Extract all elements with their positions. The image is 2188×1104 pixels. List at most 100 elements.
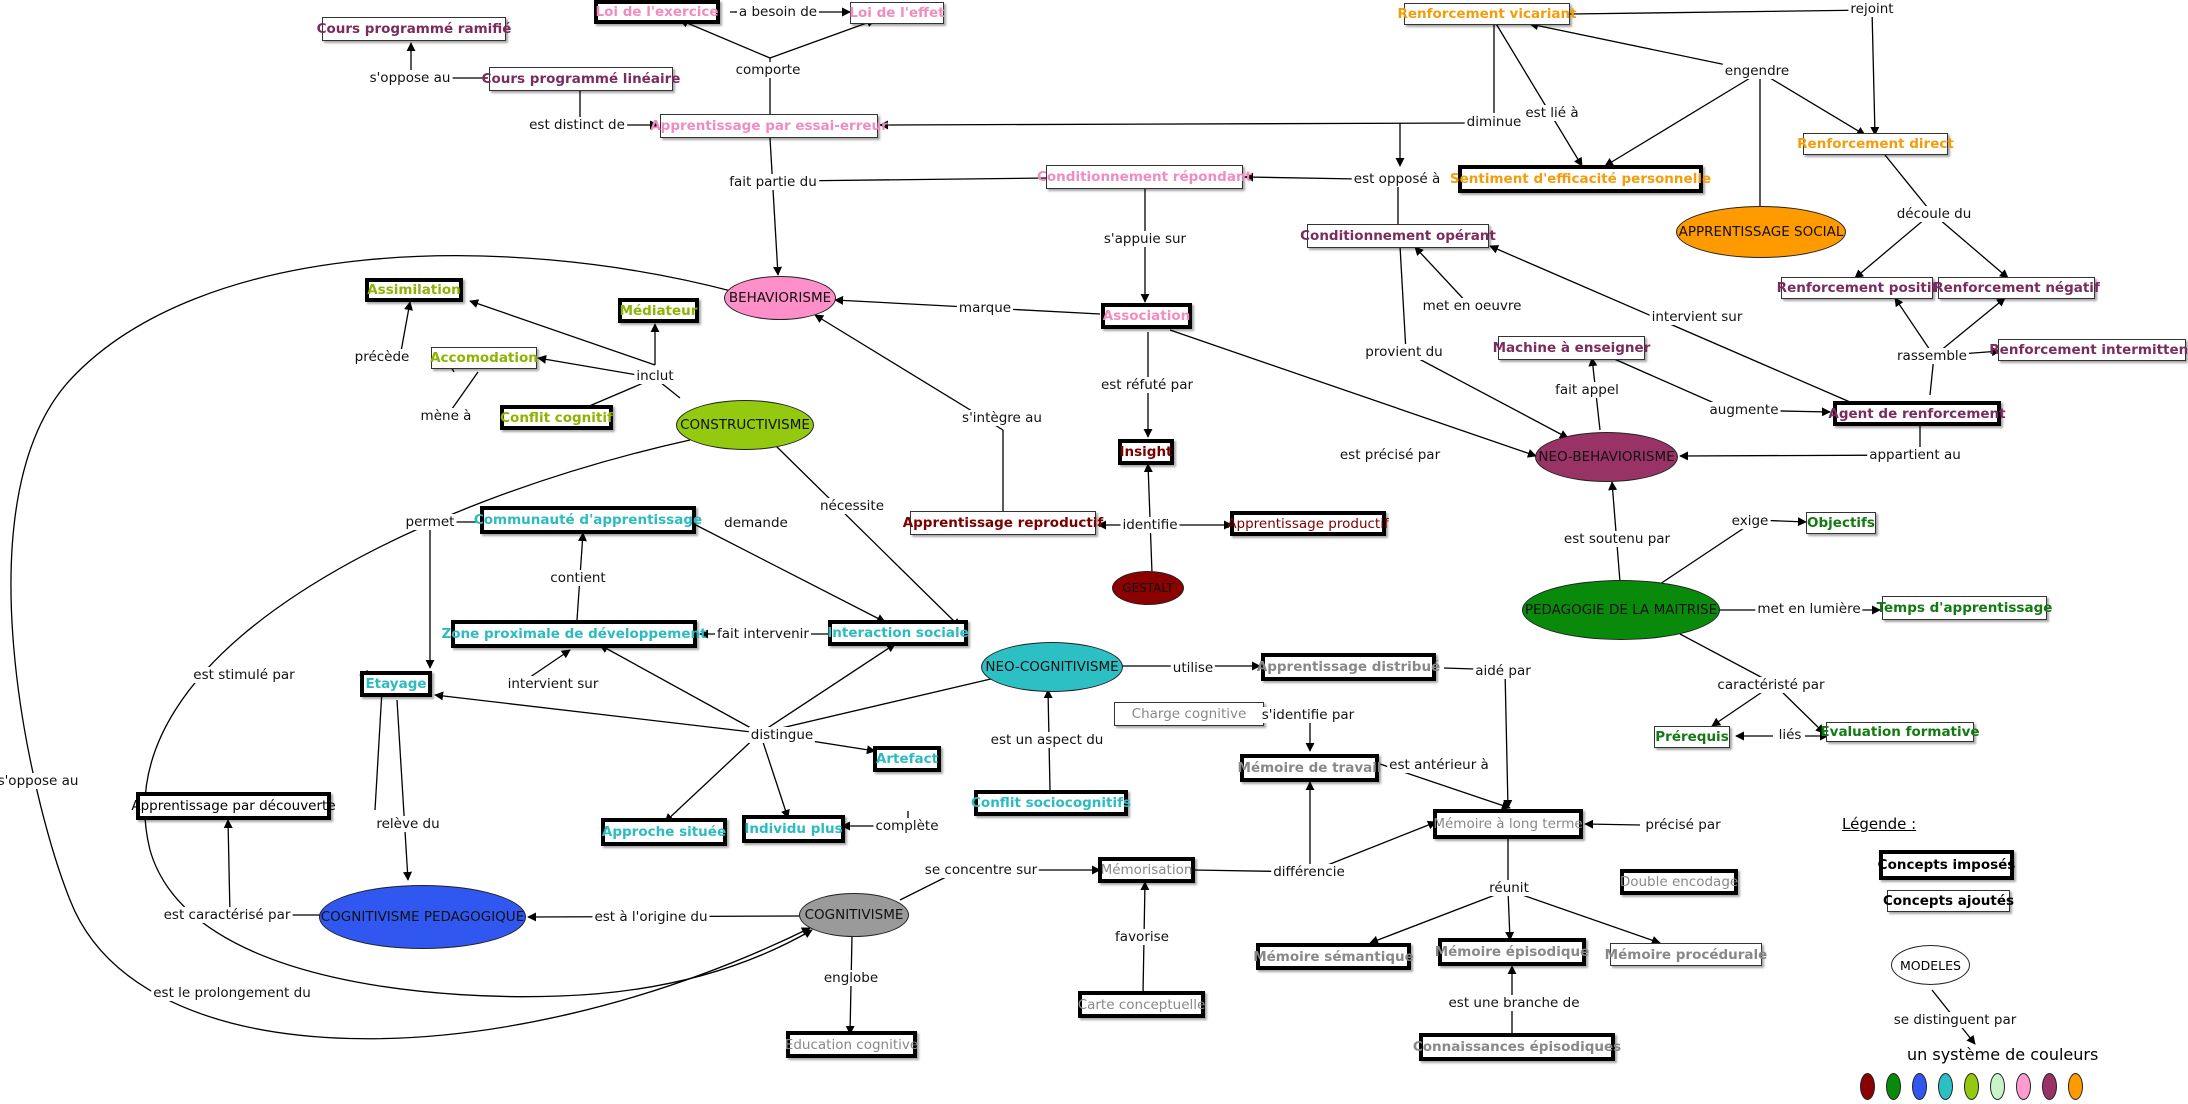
node-agent-de-renforcement[interactable]: Agent de renforcement (1828, 401, 2006, 426)
legend-swatch (1912, 1073, 1927, 1100)
label-s-integre-au: s'intègre au (960, 410, 1044, 426)
node-memoire-episodique[interactable]: Mémoire épisodique (1435, 938, 1589, 966)
node-machine-a-enseigner[interactable]: Machine à enseigner (1493, 336, 1650, 360)
node-mediateur[interactable]: Médiateur (618, 298, 699, 323)
node-association[interactable]: Association (1101, 303, 1192, 329)
node-apprentissage-decouverte[interactable]: Apprentissage par découverte (131, 792, 336, 820)
node-assimilation[interactable]: Assimilation (365, 278, 463, 302)
node-gestalt[interactable]: GESTALT (1112, 571, 1184, 605)
node-education-cognitive[interactable]: Education cognitive (785, 1031, 918, 1058)
node-loi-exercice[interactable]: Loi de l'exercice (594, 0, 720, 24)
label-demande: demande (722, 515, 790, 531)
node-apprentissage-distribue[interactable]: Apprentissage distribué (1257, 653, 1440, 681)
legend-se-distinguent-par: se distinguent par (1891, 1012, 2019, 1028)
node-communaute-apprentissage[interactable]: Communauté d'apprentissage (474, 506, 702, 534)
legend-swatch (1990, 1073, 2005, 1100)
node-conflit-sociocognitifs[interactable]: Conflit sociocognitifs (971, 790, 1131, 816)
node-temps-apprentissage[interactable]: Temps d'apprentissage (1877, 596, 2052, 620)
node-renforcement-direct[interactable]: Renforcement direct (1797, 133, 1954, 155)
label-diminue: diminue (1464, 114, 1524, 130)
label-precise-par: précisé par (1643, 817, 1723, 833)
node-prerequis[interactable]: Prérequis (1654, 726, 1730, 748)
label-lies: liés (1776, 727, 1804, 743)
label-provient-du: provient du (1363, 344, 1445, 360)
node-charge-cognitive[interactable]: Charge cognitive (1114, 702, 1264, 726)
label-met-en-oeuvre: met en oeuvre (1420, 298, 1524, 314)
label-rassemble: rassemble (1895, 348, 1969, 364)
node-neo-behaviorisme[interactable]: NEO-BEHAVIORISME (1535, 432, 1678, 482)
node-conditionnement-repondant[interactable]: Conditionnement répondant (1037, 165, 1252, 189)
node-behaviorisme[interactable]: BEHAVIORISME (724, 276, 836, 320)
node-artefact[interactable]: Artefact (873, 746, 941, 772)
label-aide-par: aidé par (1473, 663, 1533, 679)
legend-swatch (1938, 1073, 1953, 1100)
node-apprentissage-productif[interactable]: Apprentissage productif (1227, 511, 1389, 536)
legend-concepts-imposes: Concepts imposés (1878, 850, 2015, 880)
node-sentiment-efficacite[interactable]: Sentiment d'efficacité personnelle (1450, 165, 1711, 193)
node-approche-situee[interactable]: Approche située (601, 818, 727, 846)
node-memoire-procedurale[interactable]: Mémoire procédurale (1605, 943, 1767, 966)
label-utilise: utilise (1170, 660, 1216, 676)
node-conflit-cognitif[interactable]: Conflit cognitif (500, 405, 613, 430)
label-est-le-prolongement-du: est le prolongement du (151, 985, 313, 1001)
legend-color-swatches (1860, 1073, 2090, 1103)
label-reunit: réunit (1487, 880, 1531, 896)
label-est-refute-par: est réfuté par (1098, 377, 1196, 393)
node-cours-programme-ramifie[interactable]: Cours programmé ramifié (317, 17, 511, 41)
legend-concepts-ajoutes: Concepts ajoutés (1883, 890, 2014, 912)
label-caracterise-par: caractéristé par (1715, 677, 1827, 693)
node-pedagogie-maitrise[interactable]: PEDAGOGIE DE LA MAITRISE (1522, 580, 1720, 640)
label-precede: précède (352, 349, 412, 365)
node-conditionnement-operant[interactable]: Conditionnement opérant (1300, 224, 1496, 248)
label-a-besoin-de: a besoin de (736, 4, 820, 20)
node-cognitivisme[interactable]: COGNITIVISME (799, 893, 909, 937)
node-insight[interactable]: Insight (1118, 439, 1174, 465)
node-objectifs[interactable]: Objectifs (1806, 512, 1876, 534)
node-renforcement-positif[interactable]: Renforcement positif (1777, 277, 1937, 299)
node-loi-effet[interactable]: Loi de l'effet (849, 2, 945, 24)
label-contient: contient (548, 570, 608, 586)
node-cours-programme-lineaire[interactable]: Cours programmé linéaire (482, 67, 680, 91)
node-renforcement-intermittent[interactable]: Renforcement intermittent (1989, 339, 2188, 361)
label-fait-intervenir: fait intervenir (715, 626, 811, 642)
node-apprentissage-essai-erreur[interactable]: Apprentissage par essai-erreur (650, 114, 888, 138)
node-evaluation-formative[interactable]: Evaluation formative (1820, 722, 1980, 742)
legend-systeme-couleurs: un système de couleurs (1907, 1045, 2099, 1064)
node-connaissances-episodiques[interactable]: Connaissances épisodiques (1413, 1033, 1621, 1061)
node-memorisation[interactable]: Mémorisation (1098, 857, 1195, 883)
node-memoire-semantique[interactable]: Mémoire sémantique (1253, 943, 1414, 970)
label-intervient-sur-2: intervient sur (505, 676, 601, 692)
label-distingue: distingue (748, 727, 816, 743)
node-neo-cognitivisme[interactable]: NEO-COGNITIVISME (981, 642, 1123, 692)
node-memoire-long-terme[interactable]: Mémoire à long terme (1433, 809, 1583, 839)
node-renforcement-vicariant[interactable]: Renforcement vicariant (1397, 3, 1577, 25)
legend-title: Légende : (1842, 815, 1917, 833)
label-permet: permet (403, 514, 457, 530)
node-etayage[interactable]: Etayage (360, 671, 432, 697)
node-renforcement-negatif[interactable]: Renforcement négatif (1933, 277, 2100, 299)
node-cognitivisme-pedagogique[interactable]: COGNITIVISME PEDAGOGIQUE (319, 885, 526, 949)
label-s-oppose-au: s'oppose au (367, 70, 453, 86)
label-exige: exige (1729, 513, 1771, 529)
node-carte-conceptuelle[interactable]: Carte conceptuelle (1078, 991, 1205, 1018)
label-engendre: engendre (1722, 63, 1792, 79)
node-constructivisme[interactable]: CONSTRUCTIVISME (676, 400, 814, 450)
label-est-une-branche-de: est une branche de (1446, 995, 1582, 1011)
node-apprentissage-social[interactable]: APPRENTISSAGE SOCIAL (1676, 206, 1846, 258)
label-est-soutenu-par: est soutenu par (1561, 531, 1673, 547)
label-marque: marque (956, 300, 1014, 316)
node-apprentissage-reproductif[interactable]: Apprentissage reproductif (903, 511, 1103, 535)
label-rejoint: rejoint (1848, 1, 1896, 17)
label-englobe: englobe (821, 970, 881, 986)
node-accomodation[interactable]: Accomodation (430, 347, 538, 369)
node-double-encodage[interactable]: Double encodage (1620, 869, 1738, 895)
node-interaction-sociale[interactable]: Interaction sociale (827, 620, 969, 646)
label-s-oppose-au-2: s'oppose au (0, 773, 81, 789)
node-memoire-de-travail[interactable]: Mémoire de travail (1238, 754, 1382, 782)
node-zone-proximale[interactable]: Zone proximale de développement (441, 620, 707, 648)
label-est-oppose-a: est opposé à (1351, 171, 1443, 187)
label-est-caracterise-par: est caractérisé par (161, 907, 293, 923)
label-s-appuie-sur: s'appuie sur (1101, 231, 1189, 247)
node-individu-plus[interactable]: Individu plus (742, 815, 845, 843)
label-est-un-aspect-du: est un aspect du (988, 732, 1106, 748)
